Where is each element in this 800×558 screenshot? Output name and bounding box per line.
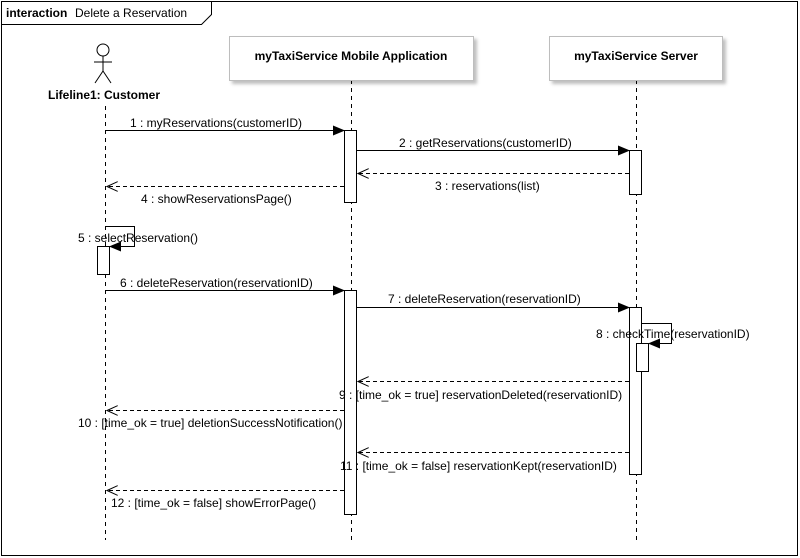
lifeline-server-box bbox=[549, 36, 723, 81]
message-12-label: 12 : [time_ok = false] showErrorPage() bbox=[111, 496, 316, 510]
frame-tab bbox=[1, 1, 212, 25]
activation-server-1 bbox=[629, 150, 642, 195]
message-5-arrow bbox=[106, 226, 135, 252]
message-8-label: 8 : checkTime(reservationID) bbox=[596, 327, 750, 341]
message-3-label: 3 : reservations(list) bbox=[435, 179, 540, 193]
frame-keyword: interaction bbox=[6, 6, 67, 20]
message-8-arrow bbox=[642, 323, 672, 349]
message-1-label: 1 : myReservations(customerID) bbox=[130, 116, 302, 130]
lifeline-server-label: myTaxiService Server bbox=[574, 49, 698, 63]
frame-title: Delete a Reservation bbox=[75, 6, 187, 20]
lifeline-app-label: myTaxiService Mobile Application bbox=[255, 49, 448, 63]
activation-app-1 bbox=[344, 130, 357, 203]
message-9-label: 9 : [time_ok = true] reservationDeleted(… bbox=[339, 388, 622, 402]
message-4-label: 4 : showReservationsPage() bbox=[141, 192, 292, 206]
message-2-label: 2 : getReservations(customerID) bbox=[399, 136, 572, 150]
message-6-label: 6 : deleteReservation(reservationID) bbox=[120, 276, 313, 290]
lifeline-app-box bbox=[229, 36, 474, 81]
activation-app-2 bbox=[344, 290, 357, 515]
message-10-label: 10 : [time_ok = true] deletionSuccessNot… bbox=[78, 416, 342, 430]
message-7-label: 7 : deleteReservation(reservationID) bbox=[388, 292, 581, 306]
message-11-label: 11 : [time_ok = false] reservationKept(r… bbox=[340, 459, 617, 473]
activation-customer-1 bbox=[97, 246, 110, 275]
message-5-label: 5 : selectReservation() bbox=[78, 231, 198, 245]
customer-actor-icon bbox=[94, 43, 112, 84]
lifeline-customer-label: Lifeline1: Customer bbox=[48, 88, 160, 102]
activation-server-3 bbox=[636, 343, 649, 372]
